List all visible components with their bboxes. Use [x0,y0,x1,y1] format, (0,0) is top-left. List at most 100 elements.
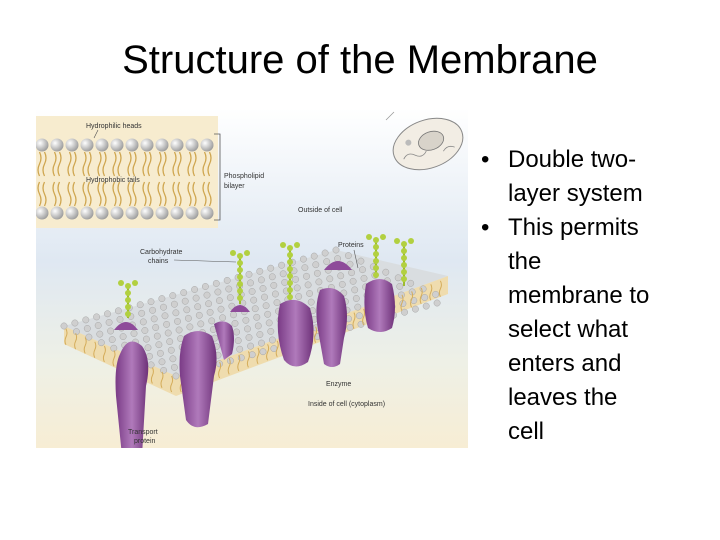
lipid-head [214,288,222,296]
label-bilayer: bilayer [224,183,245,190]
lipid-tail [314,326,318,343]
lipid-tail [218,361,222,379]
lipid-head [93,313,100,321]
lipid-tail [83,337,87,354]
lipid-head [401,308,408,316]
lipid-tail [147,181,152,207]
lipid-head [268,336,276,344]
lipid-head [432,290,439,298]
label-hydrophobic-tails: Hydrophobic tails [86,177,140,184]
label-chains: chains [148,258,169,265]
lipid-head [295,293,303,300]
lipid-head [50,206,64,220]
lipid-tail [157,181,162,207]
lipid-head [303,272,310,280]
pointer-carbohydrate [173,259,237,263]
lipid-tail [102,181,107,207]
lipid-head [157,349,164,357]
lipid-head [110,138,124,152]
carbohydrate-chain [280,242,300,300]
lipid-head [360,274,368,282]
lipid-head [225,285,233,293]
lipid-head [228,302,236,310]
lipid-tail [127,181,132,207]
lipid-tail [37,151,42,177]
lipid-head [36,206,49,220]
lipid-tail [112,181,117,207]
lipid-head [382,268,390,276]
lipid-tail [157,151,162,177]
lipid-head [223,276,231,284]
lipid-head [258,339,265,347]
bullet-line: This permits [508,214,639,241]
lipid-tail [117,181,122,207]
lipid-head [344,252,352,260]
lipid-head [119,333,127,341]
lipid-head [226,294,234,302]
lipid-tail [150,367,154,384]
lipid-head [334,255,341,263]
lipid-head [80,138,94,152]
label-protein: protein [134,438,156,445]
lipid-head [233,328,241,336]
lipid-head [107,327,115,335]
lipid-head [332,246,340,254]
lipid-head [396,282,404,290]
lipid-head [143,335,150,343]
carbohydrate-chain [230,250,250,304]
inset-heads-bottom [36,206,214,220]
lipid-head [105,318,113,326]
lipid-head [292,275,299,283]
lipid-head [262,302,270,310]
lipid-head [185,206,199,220]
lipid-head [94,322,102,329]
lipid-head [354,303,362,311]
lipid-head [236,345,244,353]
lipid-head [180,289,188,297]
pointer-proteins [353,249,359,269]
lipid-head [206,308,214,316]
lipid-tail [410,291,414,308]
lipid-head [349,277,357,285]
bullet-line: cell [508,418,545,445]
cell-icon [392,117,464,171]
lipid-tail [67,181,72,207]
lipid-head [95,138,109,152]
lipid-head [175,326,183,334]
lipid-tail [256,347,260,365]
lipid-head [155,341,163,349]
protein-dome-small [230,305,250,312]
label-transport: Transport [128,429,158,436]
lipid-head [164,329,172,337]
lipid-head [313,269,321,277]
lipid-head [192,294,200,302]
lipid-head [194,303,202,311]
lipid-head [97,339,105,347]
lipid-tail [102,151,107,177]
lipid-head [242,316,250,324]
lipid-tail [207,181,212,207]
lipid-head [161,312,169,320]
label-inside-cell: Inside of cell (cytoplasm) [308,401,385,408]
lipid-head [125,206,139,220]
lipid-head [359,266,366,274]
lipid-head [167,346,175,354]
lipid-head [147,361,155,369]
lipid-head [170,363,178,371]
lipid-head [307,298,315,306]
lipid-head [150,315,158,323]
lipid-tail [82,181,87,207]
protein-1 [115,341,149,448]
lipid-head [259,348,267,356]
lipid-tail [112,350,116,367]
lipid-head [82,316,90,324]
lipid-head [130,330,138,337]
lipid-head [312,261,320,269]
lipid-tail [172,151,177,177]
lipid-tail [42,151,47,177]
lipid-tail [52,151,57,177]
lipid-head [326,275,334,283]
bullet-line: layer system [508,180,643,207]
lipid-head [208,317,216,325]
